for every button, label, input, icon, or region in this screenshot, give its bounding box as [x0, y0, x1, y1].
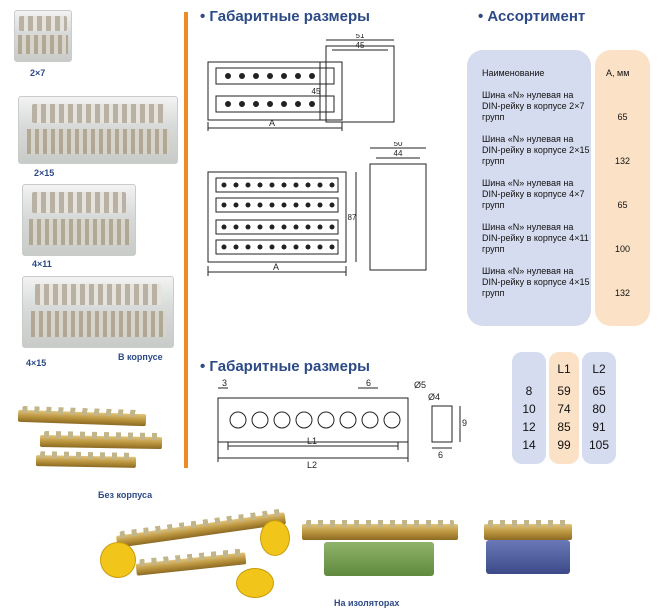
bar-table-cell: 65	[592, 384, 606, 398]
bar-dim-9: 9	[462, 418, 467, 428]
bar-table-header-l2: L2	[592, 362, 606, 376]
product-caption-2x15: 2×15	[34, 168, 55, 178]
dims-top-title: • Габаритные размеры	[200, 8, 370, 25]
bar-table-col-l2	[582, 352, 616, 464]
assortment-row-name: Шина «N» нулевая на DIN-рейку в корпусе …	[482, 90, 585, 122]
bottom-caption: На изоляторах	[334, 598, 400, 608]
bar-dim-6: 6	[366, 378, 371, 388]
bar-dim-d4: Ø4	[428, 392, 440, 402]
dims-bottom-title: • Габаритные размеры	[200, 358, 370, 375]
product-photo-4x15	[22, 276, 174, 348]
drawing-1-w-inner: 45	[356, 41, 365, 50]
assortment-title: • Ассортимент	[478, 8, 586, 25]
bar-table-header-l1: L1	[557, 362, 571, 376]
group-caption-in-housing: В корпусе	[118, 352, 163, 362]
bar-table-cell: 91	[592, 420, 606, 434]
bar-table-cell: 74	[557, 402, 571, 416]
assortment-row-name: Шина «N» нулевая на DIN-рейку в корпусе …	[482, 266, 590, 298]
brass-bar-photo-1	[17, 405, 147, 427]
bar-dim-l2: L2	[307, 460, 317, 470]
bar-table-cell: 80	[592, 402, 606, 416]
bar-table-cell: 105	[588, 438, 610, 452]
bar-table-cell: 59	[557, 384, 571, 398]
bar-dim-l1: L1	[307, 436, 317, 446]
drawing-1-w-outer: 51	[356, 34, 365, 40]
product-caption-4x11: 4×11	[32, 259, 52, 269]
assortment-row-a: 65	[617, 112, 628, 122]
assortment-row-a: 132	[614, 156, 631, 166]
drawing-1-h-label: 45	[312, 87, 321, 96]
bar-table-cell: 99	[557, 438, 571, 452]
brass-bar-photo-3	[35, 451, 137, 468]
assortment-a-panel	[595, 50, 650, 326]
assortment-col-name: Наименование	[482, 68, 545, 78]
assortment-row-a: 100	[614, 244, 631, 254]
bare-caption: Без корпуса	[98, 490, 153, 500]
bar-table-cell: 12	[522, 420, 536, 434]
bar-table-col-count	[512, 352, 546, 464]
bar-table-col-l1	[549, 352, 579, 464]
insulator-bar-photo-1	[96, 508, 292, 602]
bar-dim-d5: Ø5	[414, 380, 426, 390]
insulator-bar-photo-green	[300, 518, 460, 580]
drawing-2-h-label: 87	[348, 213, 357, 222]
assortment-row-name: Шина «N» нулевая на DIN-рейку в корпусе …	[482, 178, 585, 210]
assortment-row-a: 132	[614, 288, 631, 298]
bar-table-cell: 85	[557, 420, 571, 434]
product-photo-4x11	[22, 184, 136, 256]
insulator-bar-photo-blue	[480, 518, 576, 578]
bar-dim-6b: 6	[438, 450, 443, 460]
drawing-4-group: A 50 44 87	[207, 142, 427, 276]
assortment-row-name: Шина «N» нулевая на DIN-рейку в корпусе …	[482, 134, 590, 166]
product-photo-2x7	[14, 10, 72, 62]
assortment-name-panel	[467, 50, 591, 326]
drawing-2-group: A 51 45 45	[207, 34, 395, 131]
drawing-2-w-inner: 44	[394, 149, 403, 158]
drawing-1-a-label: A	[269, 118, 275, 128]
assortment-col-a: А, мм	[606, 68, 630, 78]
bar-drawing: 3 6 Ø5 Ø4 9 6 L1 L2	[217, 378, 467, 470]
orange-divider	[184, 12, 188, 468]
brass-bar-photo-2	[39, 431, 163, 450]
product-caption-4x15: 4×15	[26, 358, 47, 368]
bar-table-cell: 10	[522, 402, 536, 416]
product-caption-2x7: 2×7	[30, 68, 46, 78]
bar-dim-3: 3	[222, 378, 227, 388]
bar-table-cell: 14	[522, 438, 536, 452]
assortment-row-name: Шина «N» нулевая на DIN-рейку в корпусе …	[482, 222, 589, 254]
drawing-2-w-outer: 50	[394, 142, 403, 148]
drawing-2-a-label: A	[273, 262, 279, 272]
bar-table-cell: 8	[525, 384, 533, 398]
assortment-row-a: 65	[617, 200, 628, 210]
product-photo-2x15	[18, 96, 178, 164]
